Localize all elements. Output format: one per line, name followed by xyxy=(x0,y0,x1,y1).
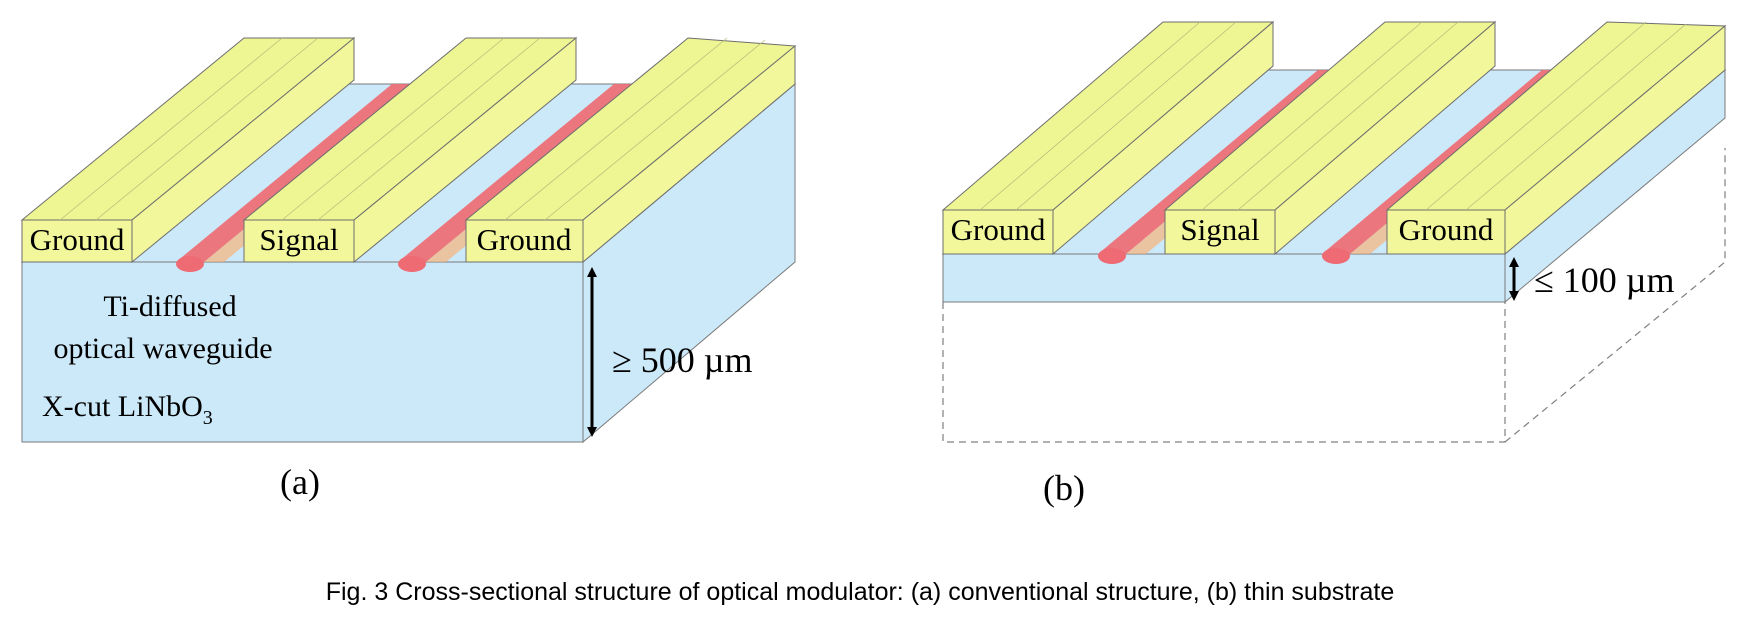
panel-label-a: (a) xyxy=(280,462,320,502)
thickness-label-a: ≥ 500 µm xyxy=(612,340,753,380)
waveguide-label-line1: Ti-diffused xyxy=(103,290,236,323)
electrode-label-ground-right-a: Ground xyxy=(477,222,572,257)
electrode-label-signal-a: Signal xyxy=(259,222,338,257)
electrode-ground-left-a xyxy=(20,36,356,264)
substrate-front-a xyxy=(21,261,584,443)
figure-caption: Fig. 3 Cross-sectional structure of opti… xyxy=(326,578,1395,606)
substrate-front-b xyxy=(942,253,1506,303)
panel-b: Ground Signal Ground ≤ 100 µm (b) xyxy=(941,20,1727,508)
electrode-signal-a xyxy=(242,36,578,264)
waveguide-end-b-1 xyxy=(1098,248,1126,264)
waveguide-label-line2: optical waveguide xyxy=(53,332,272,365)
panel-label-b: (b) xyxy=(1043,468,1085,508)
electrode-signal-b xyxy=(1163,20,1497,256)
substrate-label-main: X-cut LiNbO xyxy=(42,390,203,423)
waveguide-end-a-1 xyxy=(176,256,204,272)
substrate-label-a: X-cut LiNbO3 xyxy=(42,390,213,429)
electrode-ground-left-b xyxy=(941,20,1275,256)
electrode-ground-right-a xyxy=(464,37,797,264)
panel-a: Ground Signal Ground Ti-diffused optical… xyxy=(20,36,797,502)
waveguide-end-a-2 xyxy=(398,256,426,272)
electrode-label-ground-right-b: Ground xyxy=(1399,212,1494,247)
electrode-ground-right-b xyxy=(1385,21,1727,256)
waveguide-end-b-2 xyxy=(1322,248,1350,264)
thickness-label-b: ≤ 100 µm xyxy=(1534,260,1675,300)
electrode-label-ground-left-a: Ground xyxy=(30,222,125,257)
electrode-label-ground-left-b: Ground xyxy=(951,212,1046,247)
substrate-label-subscript: 3 xyxy=(203,407,213,429)
electrode-label-signal-b: Signal xyxy=(1180,212,1259,247)
removed-substrate-outline xyxy=(942,148,1726,443)
